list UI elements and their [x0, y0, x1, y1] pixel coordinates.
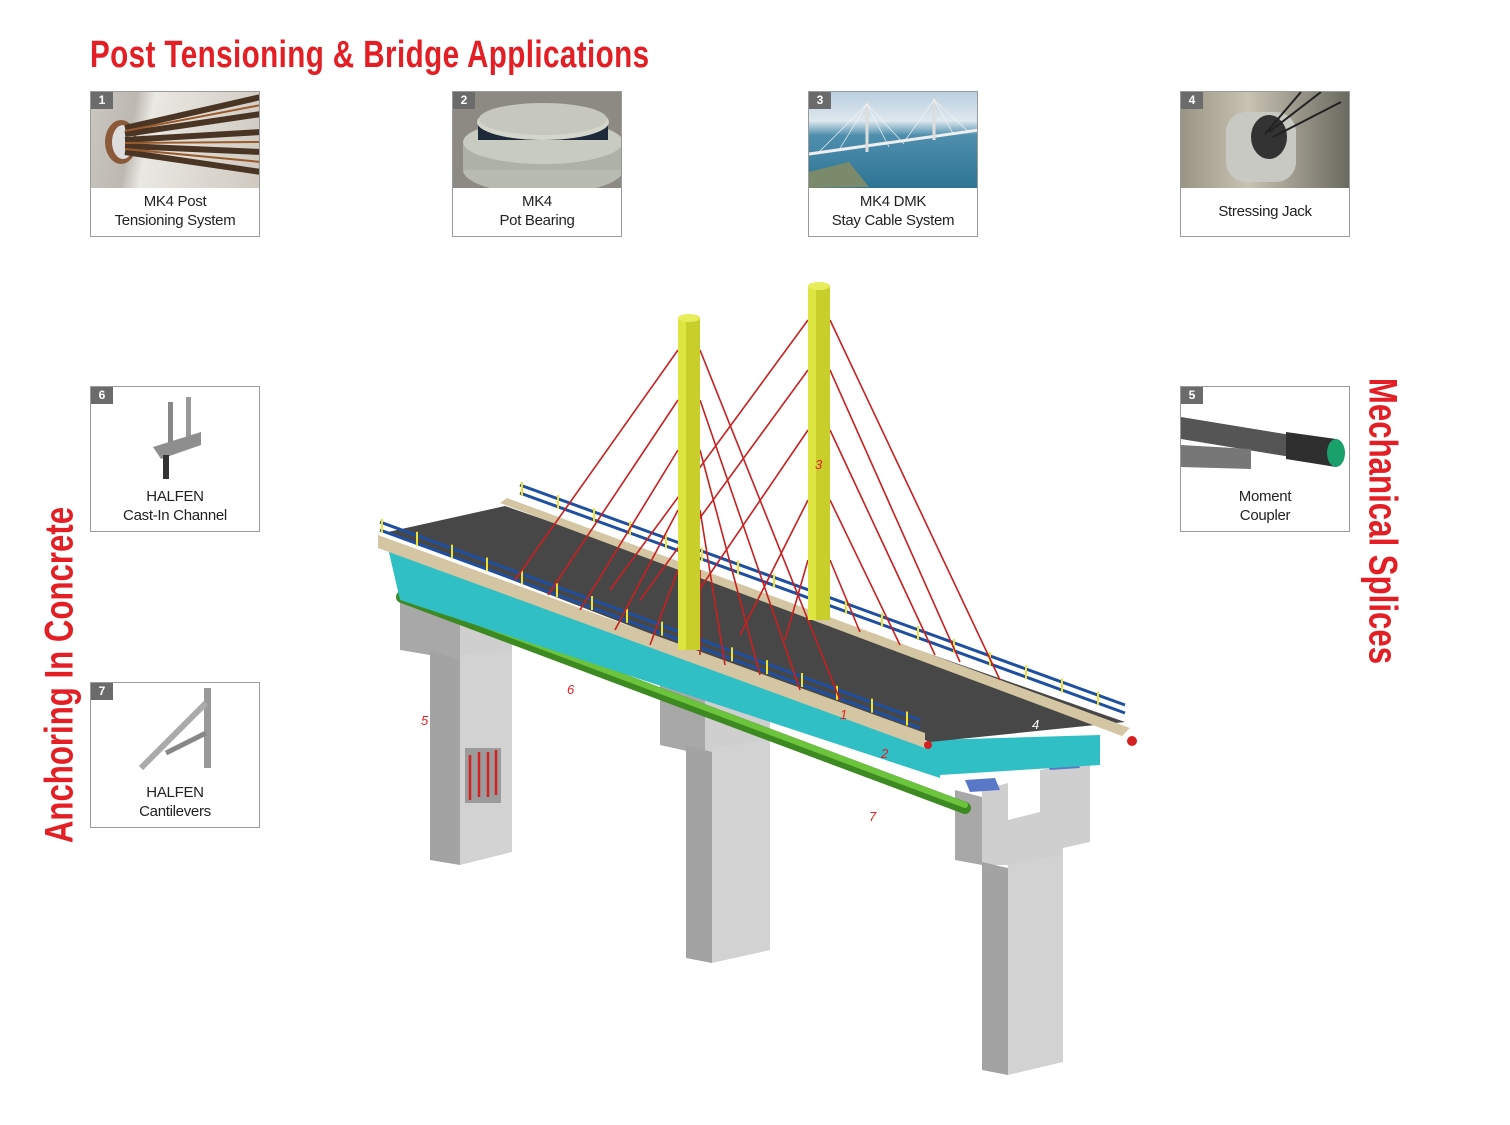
stay-cable: [829, 429, 936, 656]
steel-girder-end: [930, 735, 1100, 775]
diagram-label-3: 3: [815, 457, 823, 472]
diagram-label-2: 2: [880, 746, 889, 761]
card-title-line1: MK4 Post: [143, 193, 207, 210]
anchor-head: [924, 741, 932, 749]
pot-bearing-image: [463, 103, 621, 188]
page-title: Post Tensioning & Bridge Applications: [90, 34, 650, 76]
stay-cable: [829, 499, 901, 646]
card-cantilevers[interactable]: 7 HALFEN Cantilevers: [90, 682, 260, 828]
stay-cable: [829, 319, 1001, 681]
stay-cable: [679, 429, 809, 619]
card-title-line1: MK4: [522, 193, 552, 210]
stay-cable: [699, 399, 801, 691]
cast-in-channel-photo: [91, 387, 259, 483]
card-cast-in-channel[interactable]: 6 HALFEN Cast-In Channel: [90, 386, 260, 532]
diagram-label-1: 1: [840, 707, 847, 722]
post-tensioning-photo: [91, 92, 259, 188]
tower-right: [808, 282, 830, 620]
card-title-line1: HALFEN: [146, 784, 204, 801]
card-number: 2: [453, 92, 475, 109]
card-number: 5: [1181, 387, 1203, 404]
card-title-line2: Cantilevers: [139, 803, 211, 820]
card-number: 4: [1181, 92, 1203, 109]
diagram-label-5: 5: [421, 713, 429, 728]
card-number: 7: [91, 683, 113, 700]
deck-surface: [388, 506, 1125, 742]
card-title-line2: Stay Cable System: [831, 212, 955, 229]
card-title-line1: MK4 DMK: [859, 193, 927, 210]
stay-cable: [614, 509, 679, 631]
cable-stayed-bridge-image: [809, 98, 977, 188]
stay-cable: [699, 449, 761, 676]
stay-cable-photo: [809, 92, 977, 188]
channel-anchor-image: [153, 397, 201, 479]
card-title-line2: Tensioning System: [114, 212, 236, 229]
railings: [379, 483, 1126, 730]
card-title-line2: Cast-In Channel: [123, 507, 227, 524]
stay-cable: [609, 319, 809, 591]
card-stay-cable[interactable]: 3 MK4 DMK Stay Cable System: [808, 91, 978, 237]
strand-cables-image: [105, 94, 259, 175]
tower-left: [678, 314, 700, 650]
stay-cables: [514, 319, 1001, 701]
diagram-label-4: 4: [1032, 717, 1039, 732]
card-title-line1: Stressing Jack: [1218, 203, 1312, 220]
diagram-label-7: 7: [869, 809, 877, 824]
stressing-jack-image: [1226, 92, 1342, 182]
stay-cable: [739, 499, 809, 636]
card-title-line2: Pot Bearing: [499, 212, 575, 229]
diagram-label-6: 6: [567, 682, 575, 697]
cantilevers-photo: [91, 683, 259, 779]
card-title-line1: HALFEN: [146, 488, 204, 505]
anchor-head: [1127, 736, 1137, 746]
stay-cable: [699, 509, 726, 666]
moment-coupler-photo: [1181, 387, 1349, 483]
stressing-jack-photo: [1181, 92, 1349, 188]
pier-right: [955, 757, 1090, 1075]
stay-cable: [514, 349, 679, 581]
card-title-line1: Moment: [1238, 488, 1292, 505]
stay-cable: [649, 569, 679, 646]
stay-cable: [699, 349, 841, 701]
rebar-coupler-image: [1181, 417, 1345, 469]
card-title-line2: Coupler: [1239, 507, 1291, 524]
stay-cable: [784, 559, 809, 641]
card-stressing-jack[interactable]: 4 Stressing Jack: [1180, 91, 1350, 237]
stay-cable: [829, 559, 861, 633]
steel-girder: [388, 548, 940, 778]
cantilever-bracket-image: [138, 688, 211, 771]
stay-cable: [579, 449, 679, 611]
card-number: 1: [91, 92, 113, 109]
stay-cable: [639, 369, 809, 601]
stay-cable: [547, 399, 679, 596]
pot-bearing-photo: [453, 92, 621, 188]
card-number: 6: [91, 387, 113, 404]
card-number: 3: [809, 92, 831, 109]
stay-cable: [829, 369, 961, 663]
